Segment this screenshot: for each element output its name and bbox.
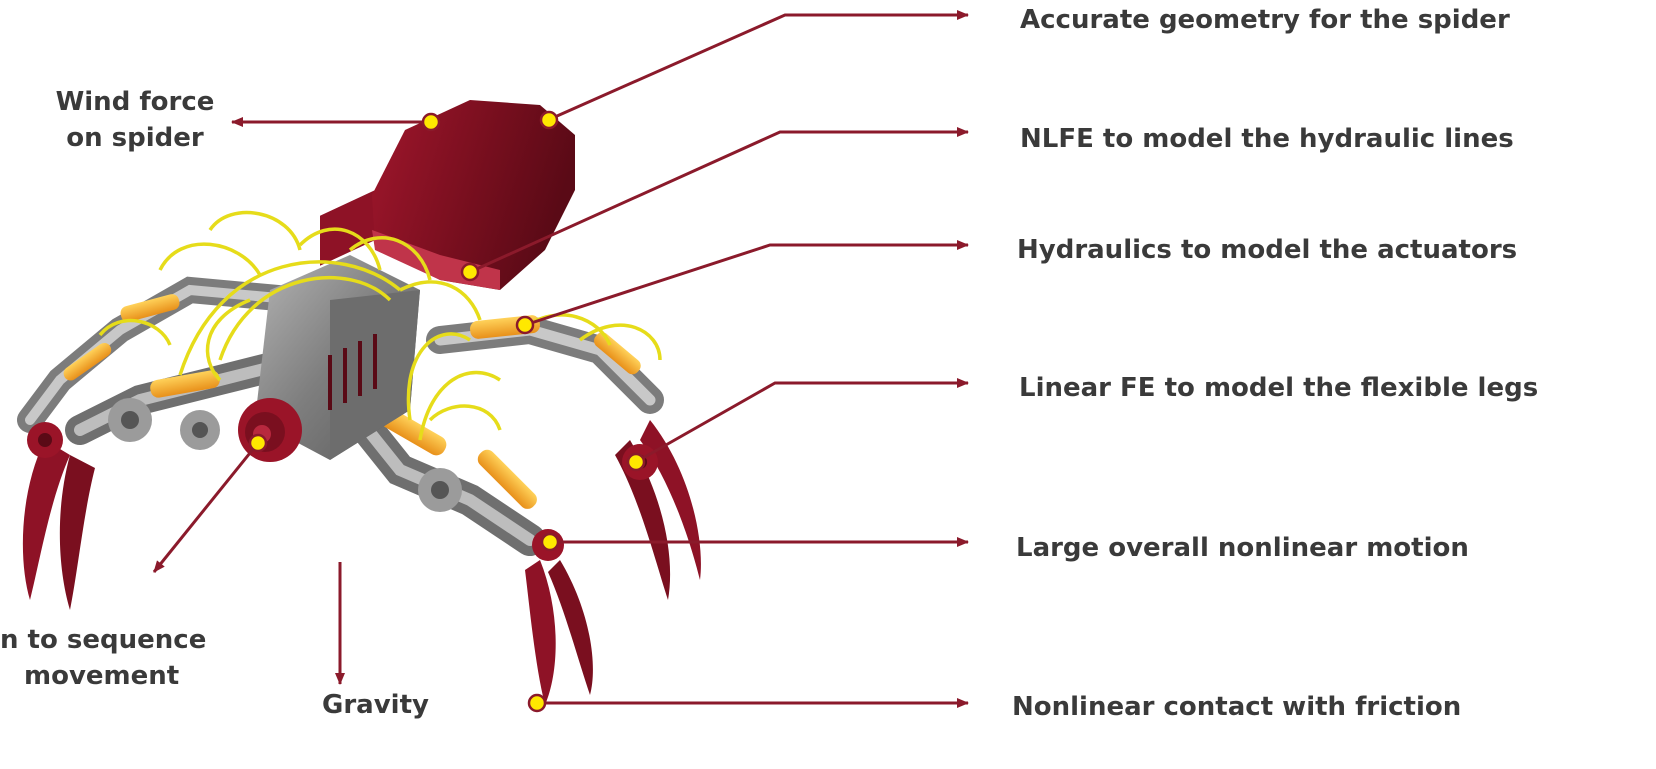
label-nlfe: NLFE to model the hydraulic lines <box>1020 121 1514 157</box>
spider-body <box>238 100 575 462</box>
marker-linear-fe <box>628 454 644 470</box>
label-wind: Wind force on spider <box>30 84 240 156</box>
label-contact: Nonlinear contact with friction <box>1012 689 1461 725</box>
arrow-sequence <box>154 443 258 572</box>
leg-right-front <box>360 401 593 705</box>
label-gravity: Gravity <box>322 687 429 723</box>
label-hydraulics: Hydraulics to model the actuators <box>1017 232 1517 268</box>
label-sequence: n to sequence movement <box>0 622 206 694</box>
arrow-linear-fe <box>636 383 968 462</box>
marker-motion <box>542 534 558 550</box>
label-sequence-line1: n to sequence <box>0 622 206 658</box>
marker-geometry <box>541 112 557 128</box>
label-wind-line2: on spider <box>30 120 240 156</box>
arrow-geometry <box>548 15 968 120</box>
marker-hydraulics <box>517 317 533 333</box>
marker-sequence <box>250 435 266 451</box>
label-motion: Large overall nonlinear motion <box>1016 530 1469 566</box>
label-sequence-line2: movement <box>0 658 206 694</box>
marker-wind <box>423 114 439 130</box>
label-geometry: Accurate geometry for the spider <box>1020 2 1510 38</box>
marker-contact <box>529 695 545 711</box>
label-linear-fe: Linear FE to model the flexible legs <box>1019 370 1538 406</box>
label-wind-line1: Wind force <box>30 84 240 120</box>
marker-nlfe <box>462 264 478 280</box>
arrow-hydraulics <box>525 245 968 325</box>
